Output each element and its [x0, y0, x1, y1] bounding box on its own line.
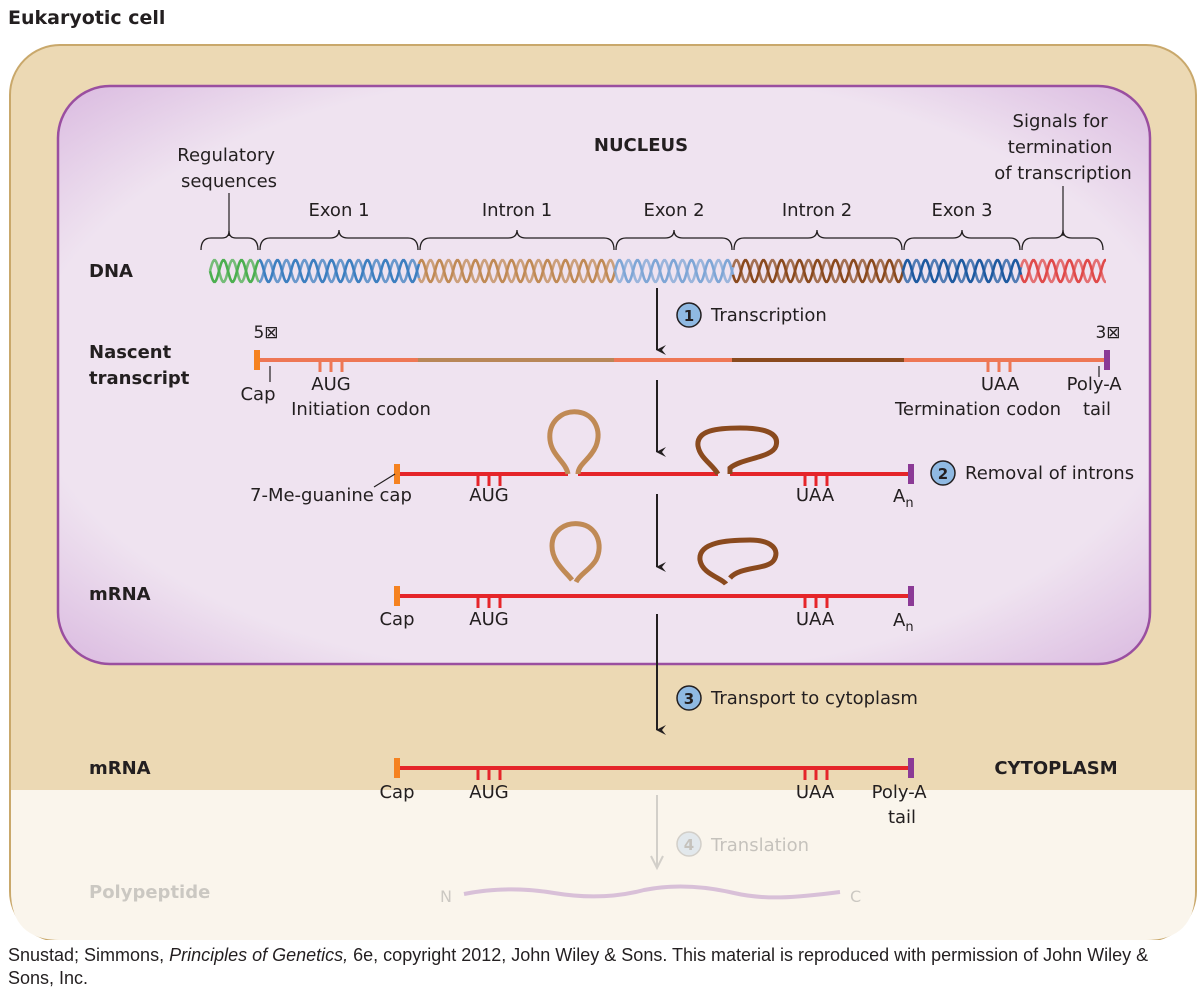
exon1-label: Exon 1 [308, 200, 369, 221]
termination-signals-label: Signals for termination of transcription [994, 111, 1132, 184]
nascent-transcript [254, 350, 1110, 382]
exon3-label: Exon 3 [931, 200, 992, 221]
initiation-codon-label: Initiation codon [291, 399, 431, 420]
gene-expression-diagram: Eukaryotic cell NUCLEUS Regulatory seque… [8, 7, 1197, 940]
excised-intron1 [549, 521, 602, 584]
nascent-cap [254, 350, 260, 370]
helix-intron1 [417, 258, 617, 284]
intron2-label: Intron 2 [782, 200, 852, 221]
mrna-cytoplasm-row-label: mRNA [89, 758, 151, 779]
helix-exon3 [901, 258, 1023, 284]
helix-regulatory [208, 258, 261, 284]
helix-termination [1019, 258, 1107, 284]
splicing-poly-a [908, 464, 914, 484]
step3-number: 3 [684, 690, 694, 708]
splicing-cap [394, 464, 400, 484]
step2-number: 2 [938, 465, 948, 483]
splicing-uaa-label: UAA [796, 485, 835, 506]
intron1-lariat [547, 409, 601, 475]
nascent-aug-codon [318, 360, 344, 372]
polypeptide-row-label: Polypeptide [89, 882, 210, 903]
nascent-aug-label: AUG [311, 374, 350, 395]
faded-cytoplasm-area [11, 790, 1195, 940]
seven-me-cap-label: 7-Me-guanine cap [250, 485, 412, 506]
splicing-an-label: An [893, 486, 914, 511]
copyright-credit: Snustad; Simmons, Principles of Genetics… [8, 945, 1149, 988]
diagram-title: Eukaryotic cell [8, 7, 165, 29]
excised-intron2 [697, 537, 779, 586]
mrna-nucleus-uaa-label: UAA [796, 609, 835, 630]
n-terminus-label: N [440, 887, 452, 906]
mrna-cytoplasm [394, 758, 914, 780]
translation-step: 4 Translation Polypeptide N C [89, 795, 861, 906]
step3-badge [676, 685, 702, 711]
mrna-nucleus-aug-label: AUG [469, 609, 508, 630]
nucleus-label: NUCLEUS [594, 135, 688, 156]
five-prime-label: 5⊠ [253, 323, 278, 343]
mrna-cytoplasm-poly-a [908, 758, 914, 778]
mrna-cytoplasm-aug-codon [476, 768, 502, 780]
region-braces [200, 229, 1104, 251]
step2-label: Removal of introns [965, 463, 1134, 484]
mrna-cytoplasm-uaa-codon [803, 768, 829, 780]
nascent-uaa-codon [986, 360, 1012, 372]
intron1-label: Intron 1 [482, 200, 552, 221]
splicing-transcript [373, 409, 914, 488]
termination-codon-label: Termination codon [894, 399, 1061, 420]
mrna-cytoplasm-uaa-label: UAA [796, 782, 835, 803]
mrna-nucleus-poly-a [908, 586, 914, 606]
helix-intron2 [731, 258, 905, 284]
splicing-aug-label: AUG [469, 485, 508, 506]
step3-label: Transport to cytoplasm [710, 688, 918, 709]
nascent-cap-label: Cap [240, 384, 275, 405]
mrna-nucleus-cap-label: Cap [379, 609, 414, 630]
helix-exon1 [258, 258, 421, 284]
nascent-poly-a [1104, 350, 1110, 370]
splicing-uaa-codon [803, 474, 829, 486]
step1-number: 1 [684, 307, 694, 325]
dna-row-label: DNA [89, 261, 133, 282]
exon2-label: Exon 2 [643, 200, 704, 221]
step4-number: 4 [684, 836, 694, 854]
cytoplasm-label: CYTOPLASM [994, 758, 1117, 779]
nascent-uaa-label: UAA [981, 374, 1020, 395]
mrna-nucleus-row-label: mRNA [89, 584, 151, 605]
step1-label: Transcription [710, 305, 827, 326]
mrna-cytoplasm-poly-a-label: Poly-A tail [872, 782, 933, 828]
intron2-lariat [695, 425, 779, 476]
step4-label: Translation [710, 835, 809, 856]
mrna-nucleus-cap [394, 586, 400, 606]
mrna-nucleus-uaa-codon [803, 596, 829, 608]
mrna-cytoplasm-cap [394, 758, 400, 778]
three-prime-label: 3⊠ [1095, 323, 1120, 343]
nascent-row-label: Nascent transcript [89, 342, 190, 389]
mrna-nucleus [394, 586, 914, 608]
splicing-aug-codon [476, 474, 502, 486]
helix-exon2 [613, 258, 735, 284]
regulatory-label: Regulatory sequences [177, 145, 281, 192]
dna-double-helix [208, 258, 1107, 284]
step2-badge [930, 460, 956, 486]
c-terminus-label: C [850, 887, 861, 906]
mrna-nucleus-aug-codon [476, 596, 502, 608]
mrna-nucleus-an-label: An [893, 610, 914, 635]
polypeptide-chain [463, 884, 841, 900]
step4-badge [676, 831, 702, 857]
mrna-cytoplasm-cap-label: Cap [379, 782, 414, 803]
nascent-poly-a-label: Poly-A tail [1067, 374, 1128, 420]
step1-badge [676, 302, 702, 328]
mrna-cytoplasm-aug-label: AUG [469, 782, 508, 803]
nucleus [56, 84, 1152, 666]
